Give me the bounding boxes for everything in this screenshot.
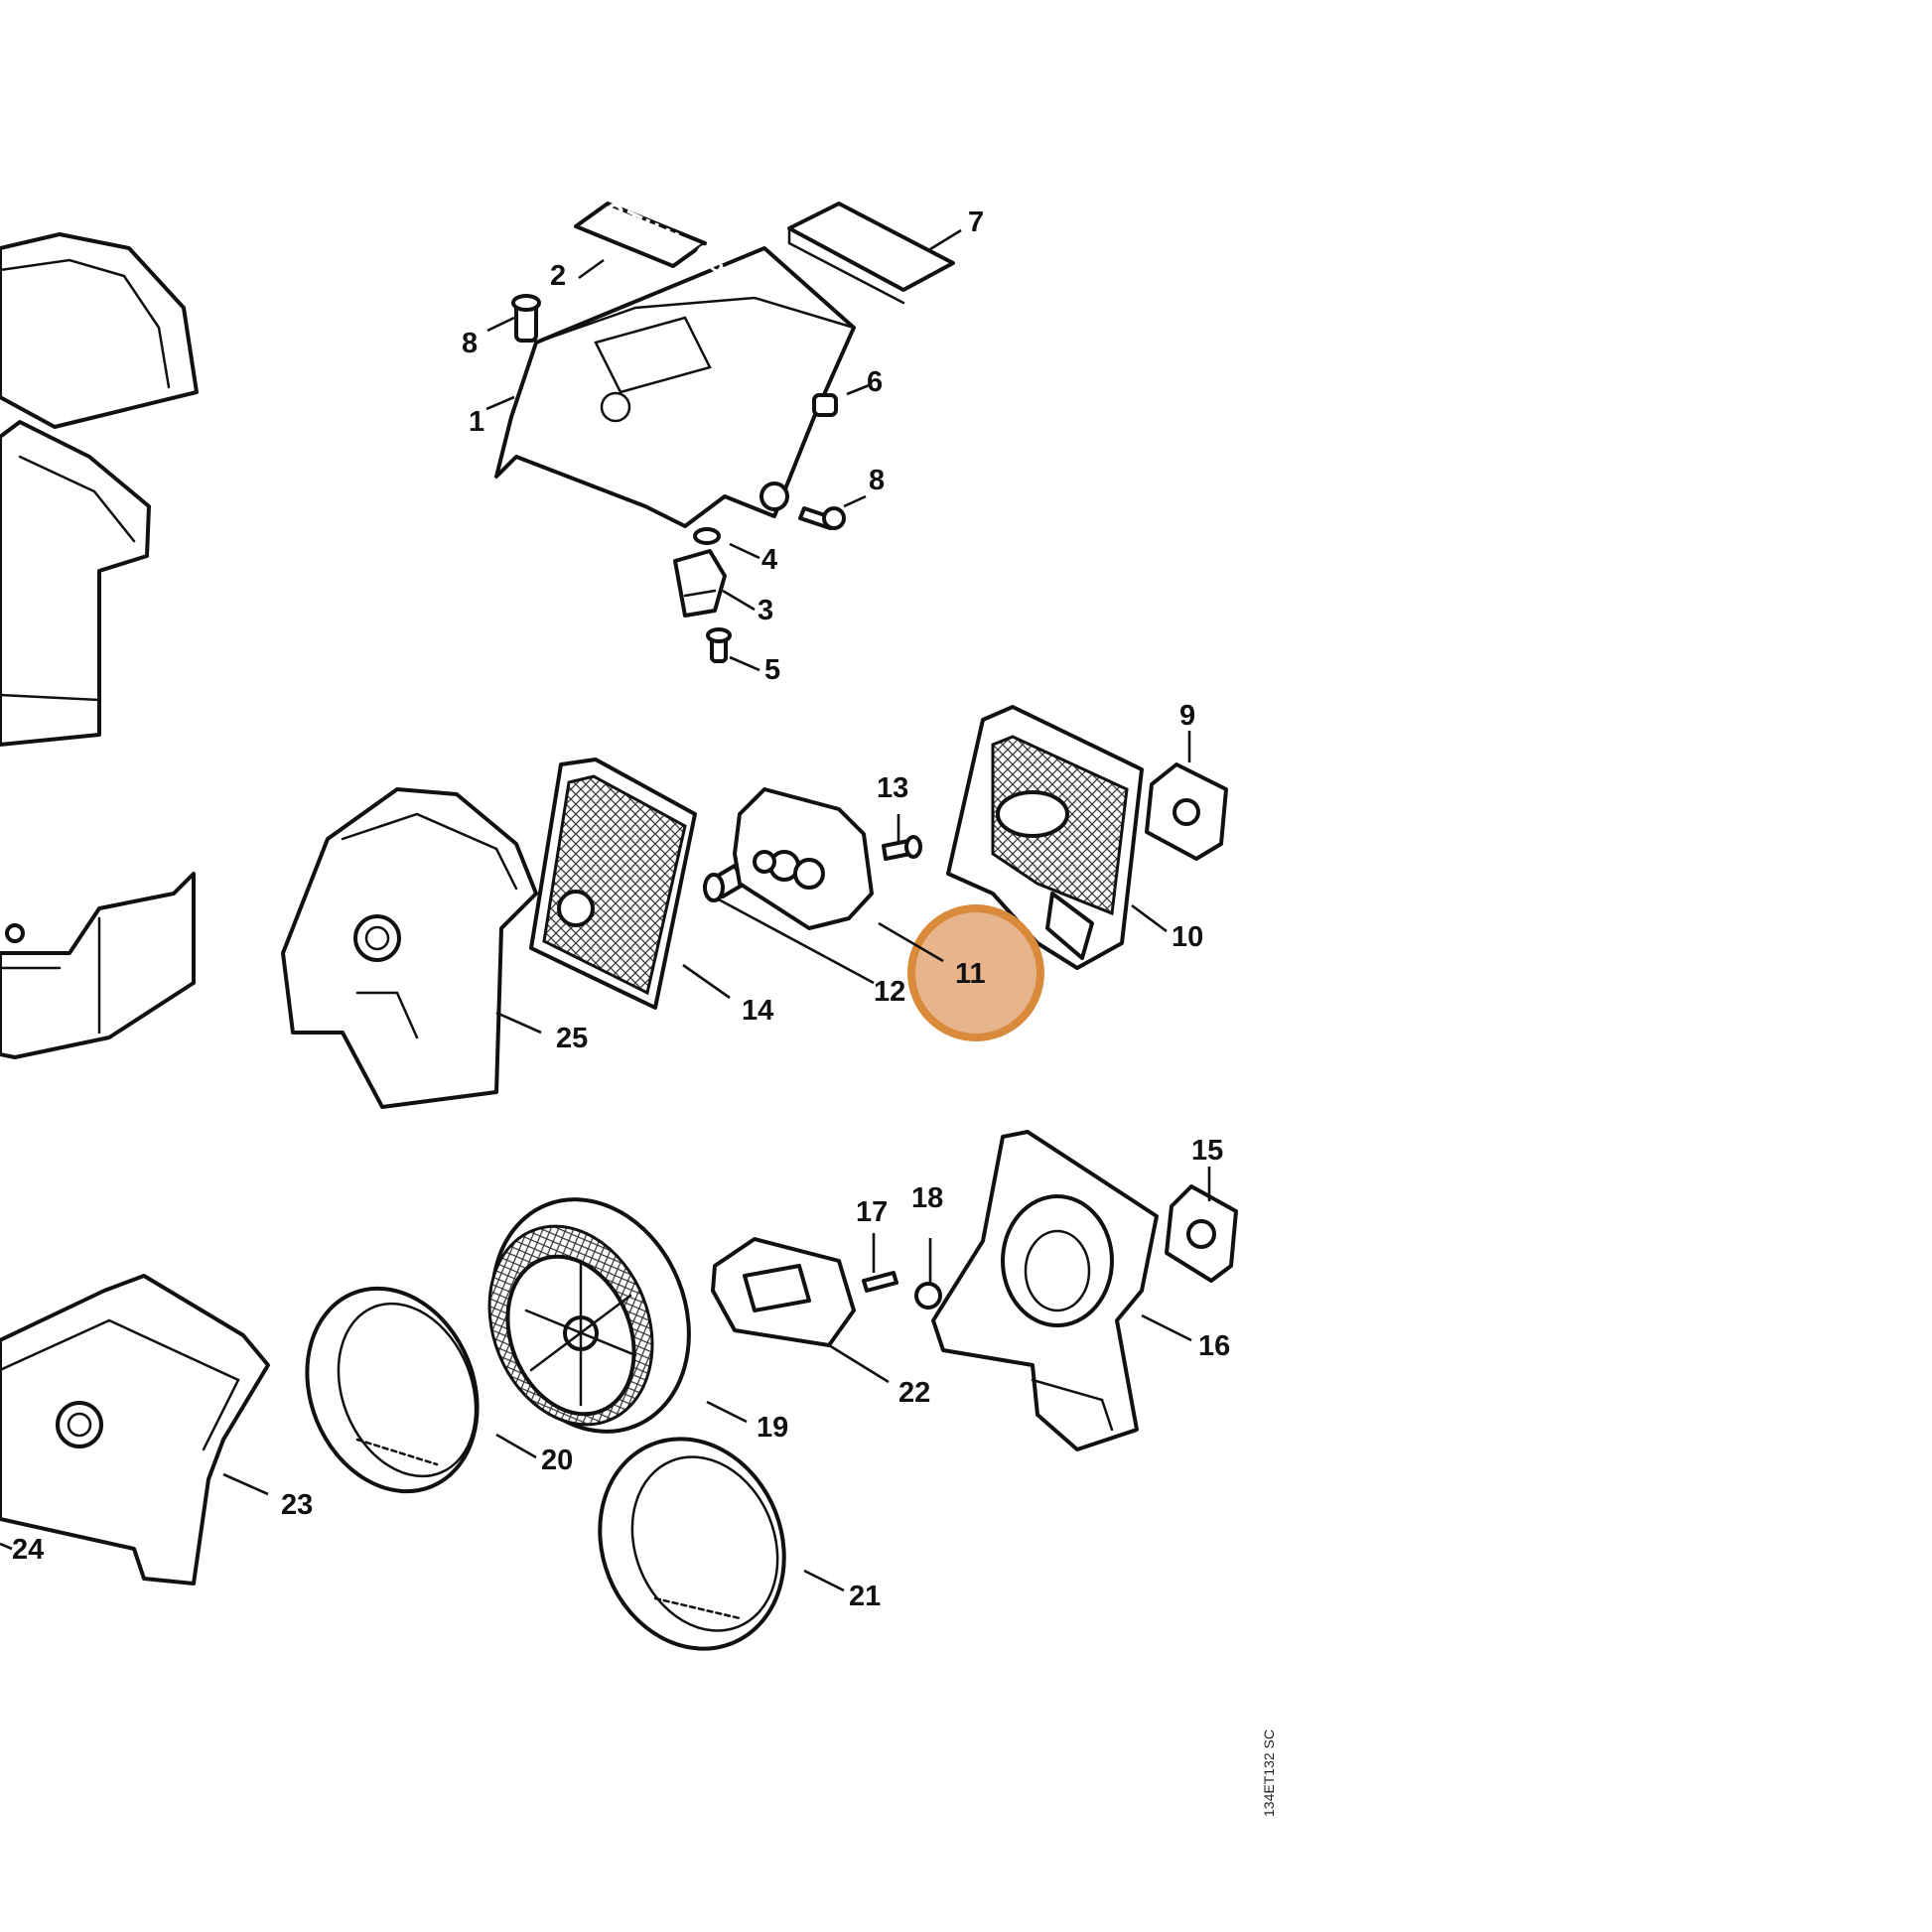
screw-part-8-right[interactable] xyxy=(798,506,846,530)
callout-8-top[interactable]: 8 xyxy=(462,328,478,359)
callout-11[interactable]: 11 xyxy=(955,958,986,990)
callout-14[interactable]: 14 xyxy=(742,995,773,1027)
callout-13[interactable]: 13 xyxy=(877,772,908,804)
callout-6[interactable]: 6 xyxy=(867,366,883,398)
callout-19[interactable]: 19 xyxy=(757,1412,788,1444)
cover-part-23[interactable] xyxy=(0,1274,270,1586)
callout-23[interactable]: 23 xyxy=(281,1489,313,1521)
screw-part-5[interactable] xyxy=(706,627,732,663)
pin-part-17[interactable] xyxy=(862,1271,898,1293)
callout-3[interactable]: 3 xyxy=(758,595,773,626)
callout-15[interactable]: 15 xyxy=(1191,1135,1223,1167)
callout-20[interactable]: 20 xyxy=(541,1445,573,1476)
knob-part-3[interactable] xyxy=(673,549,727,618)
left-middle-shroud-part[interactable] xyxy=(0,872,196,1059)
screw-part-13[interactable] xyxy=(882,835,922,861)
callout-1[interactable]: 1 xyxy=(469,406,484,438)
callout-4[interactable]: 4 xyxy=(761,544,777,576)
callout-10[interactable]: 10 xyxy=(1172,921,1203,953)
plug-part-6[interactable] xyxy=(812,393,838,417)
cover-part-25[interactable] xyxy=(281,787,538,1109)
callout-12[interactable]: 12 xyxy=(874,976,905,1008)
plate-part-11[interactable] xyxy=(733,787,874,930)
prefilter-ring-part-20[interactable] xyxy=(278,1263,507,1517)
screw-part-8-top[interactable] xyxy=(511,294,541,343)
gasket-part-9[interactable] xyxy=(1145,762,1228,861)
callout-labels: 1 2 3 4 5 6 7 8 8 9 10 12 13 14 15 16 17… xyxy=(12,207,1230,1612)
filter-element-part-19[interactable] xyxy=(459,1170,723,1461)
logo-plate-part-2[interactable]: STIHL 084 xyxy=(574,196,750,288)
prefilter-ring-part-21[interactable] xyxy=(569,1411,815,1677)
callout-24[interactable]: 24 xyxy=(12,1534,44,1566)
callout-9[interactable]: 9 xyxy=(1179,700,1195,732)
leader-lines xyxy=(0,228,1211,1592)
oring-part-4[interactable] xyxy=(693,527,721,545)
callout-5[interactable]: 5 xyxy=(764,654,780,686)
left-top-cover-part[interactable] xyxy=(0,232,199,747)
foam-insert-part-22[interactable] xyxy=(711,1237,856,1347)
carb-housing-part-16[interactable] xyxy=(931,1130,1159,1451)
air-filter-part-14[interactable] xyxy=(529,758,697,1010)
gasket-part-15[interactable] xyxy=(1165,1184,1238,1283)
highlight-marker[interactable] xyxy=(907,904,1044,1041)
callout-22[interactable]: 22 xyxy=(898,1377,930,1409)
nut-part-18[interactable] xyxy=(914,1282,942,1310)
callout-7[interactable]: 7 xyxy=(968,207,984,238)
callout-25[interactable]: 25 xyxy=(556,1023,588,1054)
filter-base-part-10[interactable] xyxy=(946,705,1144,970)
shroud-part-1[interactable] xyxy=(494,246,856,528)
callout-2[interactable]: 2 xyxy=(550,260,566,292)
callout-18[interactable]: 18 xyxy=(911,1182,943,1214)
callout-21[interactable]: 21 xyxy=(849,1581,881,1612)
callout-8-right[interactable]: 8 xyxy=(869,465,885,496)
callout-17[interactable]: 17 xyxy=(856,1196,888,1228)
label-part-7[interactable] xyxy=(787,202,955,305)
drawing-code: 134ET132 SC xyxy=(1261,1729,1277,1817)
callout-16[interactable]: 16 xyxy=(1198,1330,1230,1362)
